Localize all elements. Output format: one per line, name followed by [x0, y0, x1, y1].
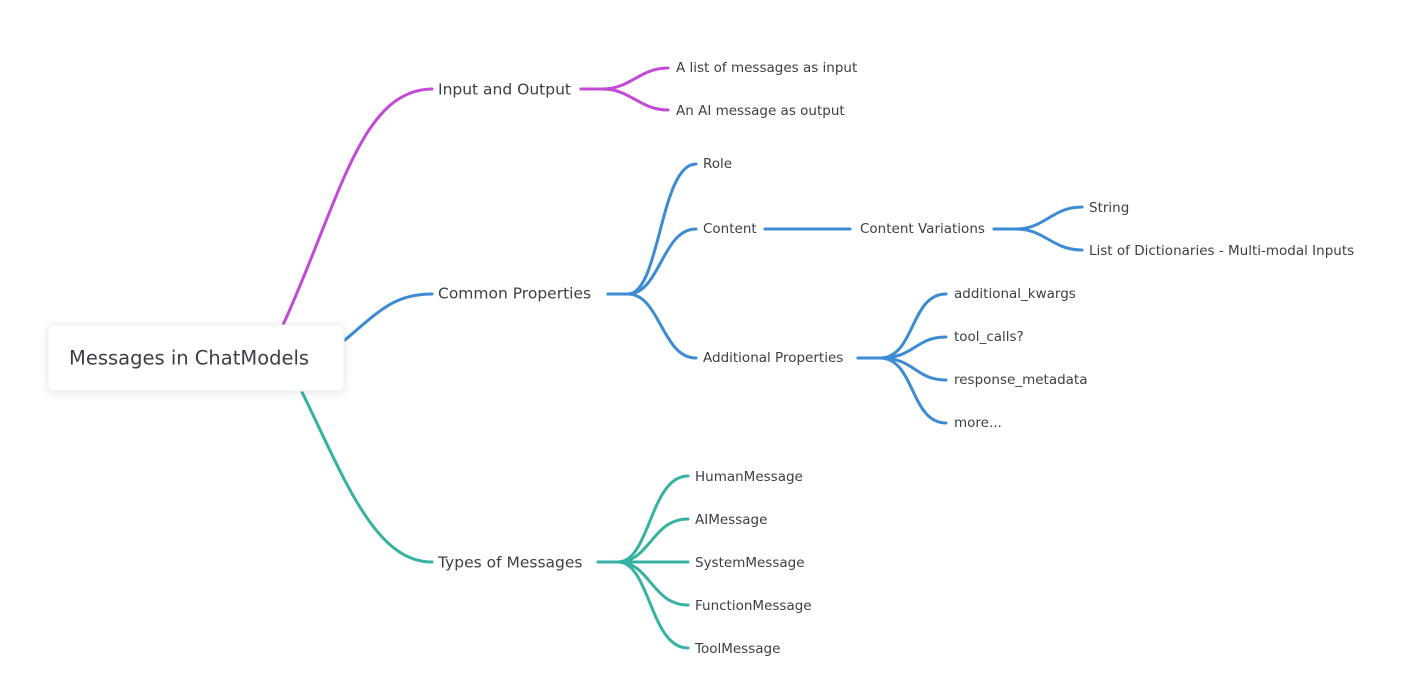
- edge-ap-additional-kwargs: [856, 292, 948, 360]
- edge-cp-additional-properties: [606, 292, 698, 360]
- node-ai-message[interactable]: AIMessage: [695, 512, 767, 528]
- edge-cv-string: [992, 205, 1084, 231]
- node-system-message[interactable]: SystemMessage: [695, 555, 805, 571]
- node-types-of-messages[interactable]: Types of Messages: [437, 554, 582, 572]
- node-more[interactable]: more...: [954, 415, 1002, 431]
- node-human-message[interactable]: HumanMessage: [695, 469, 803, 485]
- root-node-box: [47, 324, 345, 392]
- edge-root-input-output: [281, 87, 434, 327]
- node-response-metadata[interactable]: response_metadata: [954, 372, 1088, 388]
- node-content-variations[interactable]: Content Variations: [860, 221, 985, 237]
- edge-io-ai-output: [579, 87, 670, 112]
- node-content[interactable]: Content: [703, 221, 757, 237]
- node-common-properties[interactable]: Common Properties: [438, 285, 591, 303]
- edge-cv-list-dicts: [992, 227, 1084, 252]
- root-node-label: Messages in ChatModels: [69, 347, 309, 370]
- node-input-and-output[interactable]: Input and Output: [438, 81, 571, 99]
- node-list-of-dictionaries[interactable]: List of Dictionaries - Multi-modal Input…: [1089, 243, 1354, 259]
- node-role[interactable]: Role: [703, 156, 732, 172]
- edge-root-common-properties: [343, 292, 434, 342]
- edge-root-types-of-messages: [300, 390, 434, 564]
- node-tool-message[interactable]: ToolMessage: [694, 641, 780, 657]
- node-list-of-messages-input[interactable]: A list of messages as input: [676, 60, 857, 76]
- node-ai-message-output[interactable]: An AI message as output: [676, 103, 845, 119]
- node-tool-calls[interactable]: tool_calls?: [954, 329, 1024, 345]
- root-node[interactable]: Messages in ChatModels: [47, 324, 345, 392]
- edge-cp-role: [606, 162, 698, 296]
- edge-io-list-input: [579, 66, 670, 91]
- edge-ap-more: [856, 356, 948, 425]
- node-additional-properties[interactable]: Additional Properties: [703, 350, 843, 366]
- node-string[interactable]: String: [1089, 200, 1129, 216]
- node-function-message[interactable]: FunctionMessage: [695, 598, 812, 614]
- edge-tm-tool: [596, 560, 690, 650]
- node-additional-kwargs[interactable]: additional_kwargs: [954, 286, 1076, 302]
